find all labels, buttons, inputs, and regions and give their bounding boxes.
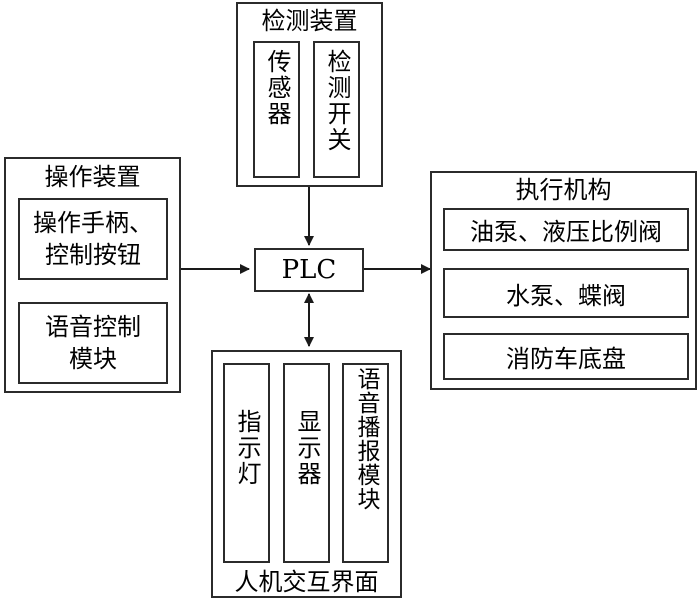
indicator-light-box: 指示灯 <box>223 363 270 563</box>
sensor-box: 传感器 <box>253 41 300 178</box>
voice-broadcast-label: 语音播报模块 <box>353 367 379 511</box>
handle-label-line1: 操作手柄、 <box>33 209 153 237</box>
display-label: 显示器 <box>293 409 321 487</box>
handle-button-box: 操作手柄、 控制按钮 <box>18 198 168 280</box>
voice-control-label-line2: 模块 <box>69 345 117 373</box>
voice-broadcast-box: 语音播报模块 <box>342 363 389 563</box>
actuator-title: 执行机构 <box>515 176 612 204</box>
detect-switch-box: 检测开关 <box>313 41 360 178</box>
hmi-title: 人机交互界面 <box>234 568 379 596</box>
handle-label-line2: 控制按钮 <box>45 241 141 269</box>
voice-control-box: 语音控制 模块 <box>18 302 168 384</box>
water-pump-valve-box: 水泵、蝶阀 <box>443 268 689 318</box>
plc-label: PLC <box>281 255 337 285</box>
plc-box: PLC <box>254 248 364 292</box>
detection-device-title: 检测装置 <box>261 7 358 35</box>
oil-pump-valve-label: 油泵、液压比例阀 <box>470 218 662 246</box>
water-pump-valve-label: 水泵、蝶阀 <box>506 281 626 310</box>
chassis-label: 消防车底盘 <box>506 345 626 373</box>
oil-pump-valve-box: 油泵、液压比例阀 <box>443 208 689 251</box>
voice-control-label-line1: 语音控制 <box>45 313 141 341</box>
sensor-label: 传感器 <box>263 49 291 127</box>
detect-switch-label: 检测开关 <box>323 49 351 153</box>
display-box: 显示器 <box>283 363 330 563</box>
operation-device-title: 操作装置 <box>44 163 141 191</box>
chassis-box: 消防车底盘 <box>443 333 689 380</box>
indicator-light-label: 指示灯 <box>233 409 261 487</box>
